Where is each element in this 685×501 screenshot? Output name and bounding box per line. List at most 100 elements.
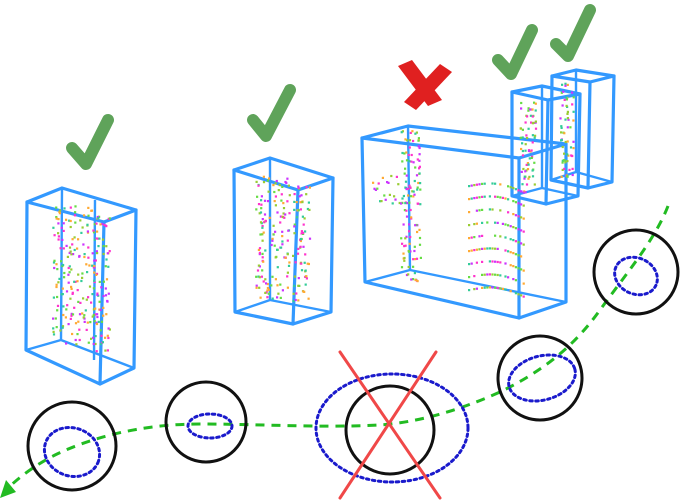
lidar-point bbox=[517, 215, 520, 218]
checkmark-icon bbox=[492, 24, 538, 80]
lidar-point bbox=[373, 187, 376, 190]
lidar-point bbox=[257, 248, 260, 251]
lidar-point bbox=[517, 254, 520, 257]
lidar-point bbox=[75, 343, 78, 346]
lidar-point bbox=[524, 143, 527, 146]
lidar-point bbox=[96, 293, 99, 297]
lidar-point bbox=[257, 184, 260, 187]
lidar-point bbox=[407, 265, 410, 269]
status-marks bbox=[66, 4, 596, 170]
lidar-point bbox=[468, 237, 471, 240]
lidar-point bbox=[522, 230, 525, 233]
lidar-point bbox=[264, 249, 267, 252]
lidar-point bbox=[273, 190, 276, 194]
lidar-point bbox=[504, 262, 507, 265]
lidar-point bbox=[507, 185, 510, 188]
lidar-point bbox=[409, 250, 412, 253]
lidar-point bbox=[520, 203, 523, 206]
lidar-point bbox=[563, 98, 566, 101]
lidar-point bbox=[307, 262, 310, 266]
lidar-point bbox=[525, 163, 528, 166]
lidar-point bbox=[258, 276, 261, 279]
lidar-point bbox=[70, 285, 73, 288]
lidar-point bbox=[483, 247, 486, 250]
track-node-4 bbox=[496, 334, 584, 422]
lidar-point bbox=[523, 175, 526, 178]
lidar-point bbox=[563, 167, 566, 170]
lidar-point bbox=[82, 214, 86, 217]
lidar-point bbox=[255, 284, 258, 287]
lidar-point bbox=[96, 313, 99, 316]
lidar-point bbox=[302, 223, 305, 226]
lidar-point bbox=[59, 247, 62, 250]
lidar-point bbox=[383, 194, 386, 197]
lidar-point bbox=[409, 235, 412, 239]
lidar-point bbox=[520, 107, 523, 110]
lidar-point bbox=[281, 185, 284, 188]
lidar-point bbox=[560, 125, 563, 128]
lidar-point bbox=[99, 308, 102, 311]
lidar-point bbox=[297, 299, 300, 302]
lidar-point bbox=[401, 197, 404, 200]
lidar-point bbox=[108, 217, 111, 220]
lidar-point bbox=[520, 229, 523, 232]
lidar-point bbox=[86, 321, 89, 324]
lidar-point bbox=[390, 174, 393, 178]
lidar-point bbox=[286, 239, 289, 242]
lidar-point bbox=[512, 252, 515, 255]
lidar-point bbox=[531, 134, 534, 137]
lidar-point bbox=[71, 313, 75, 316]
lidar-point bbox=[286, 200, 289, 203]
lidar-point bbox=[491, 286, 494, 289]
lidar-point bbox=[499, 183, 502, 186]
lidar-point bbox=[407, 194, 410, 197]
lidar-point bbox=[76, 280, 79, 283]
lidar-point bbox=[89, 321, 92, 324]
lidar-point bbox=[488, 247, 491, 250]
lidar-point bbox=[276, 296, 279, 299]
lidar-point bbox=[53, 266, 56, 270]
lidar-point bbox=[401, 130, 404, 133]
lidar-point bbox=[98, 215, 101, 218]
lidar-point bbox=[93, 279, 96, 282]
lidar-point bbox=[59, 329, 62, 332]
lidar-point bbox=[562, 90, 565, 93]
lidar-point bbox=[522, 167, 525, 171]
lidar-point bbox=[571, 167, 574, 170]
lidar-point bbox=[69, 225, 72, 229]
lidar-point bbox=[380, 200, 383, 203]
lidar-point bbox=[571, 103, 574, 106]
lidar-point bbox=[272, 224, 275, 227]
lidar-point bbox=[104, 287, 107, 290]
lidar-point bbox=[304, 283, 307, 286]
lidar-point bbox=[274, 256, 277, 259]
lidar-point bbox=[409, 208, 412, 212]
lidar-point bbox=[566, 153, 569, 156]
lidar-point bbox=[52, 261, 56, 264]
cross-icon bbox=[398, 60, 452, 110]
lidar-point bbox=[404, 138, 407, 141]
lidar-point bbox=[81, 272, 84, 275]
lidar-point bbox=[71, 243, 74, 246]
lidar-point bbox=[278, 184, 281, 187]
lidar-point bbox=[86, 271, 89, 274]
lidar-point bbox=[270, 243, 273, 247]
lidar-point bbox=[97, 245, 100, 248]
lidar-point bbox=[572, 96, 575, 99]
lidar-point bbox=[407, 153, 410, 157]
lidar-point bbox=[102, 252, 105, 256]
lidar-point bbox=[271, 275, 274, 278]
lidar-point bbox=[376, 187, 379, 190]
lidar-point bbox=[561, 104, 564, 107]
lidar-point bbox=[277, 189, 280, 192]
lidar-point bbox=[64, 316, 67, 319]
lidar-point bbox=[263, 213, 267, 216]
lidar-point bbox=[84, 309, 87, 312]
lidar-point bbox=[95, 222, 98, 225]
lidar-point bbox=[523, 177, 526, 180]
lidar-point bbox=[468, 224, 471, 227]
lidar-point bbox=[414, 132, 417, 135]
lidar-point bbox=[296, 209, 299, 212]
lidar-point bbox=[419, 182, 422, 185]
